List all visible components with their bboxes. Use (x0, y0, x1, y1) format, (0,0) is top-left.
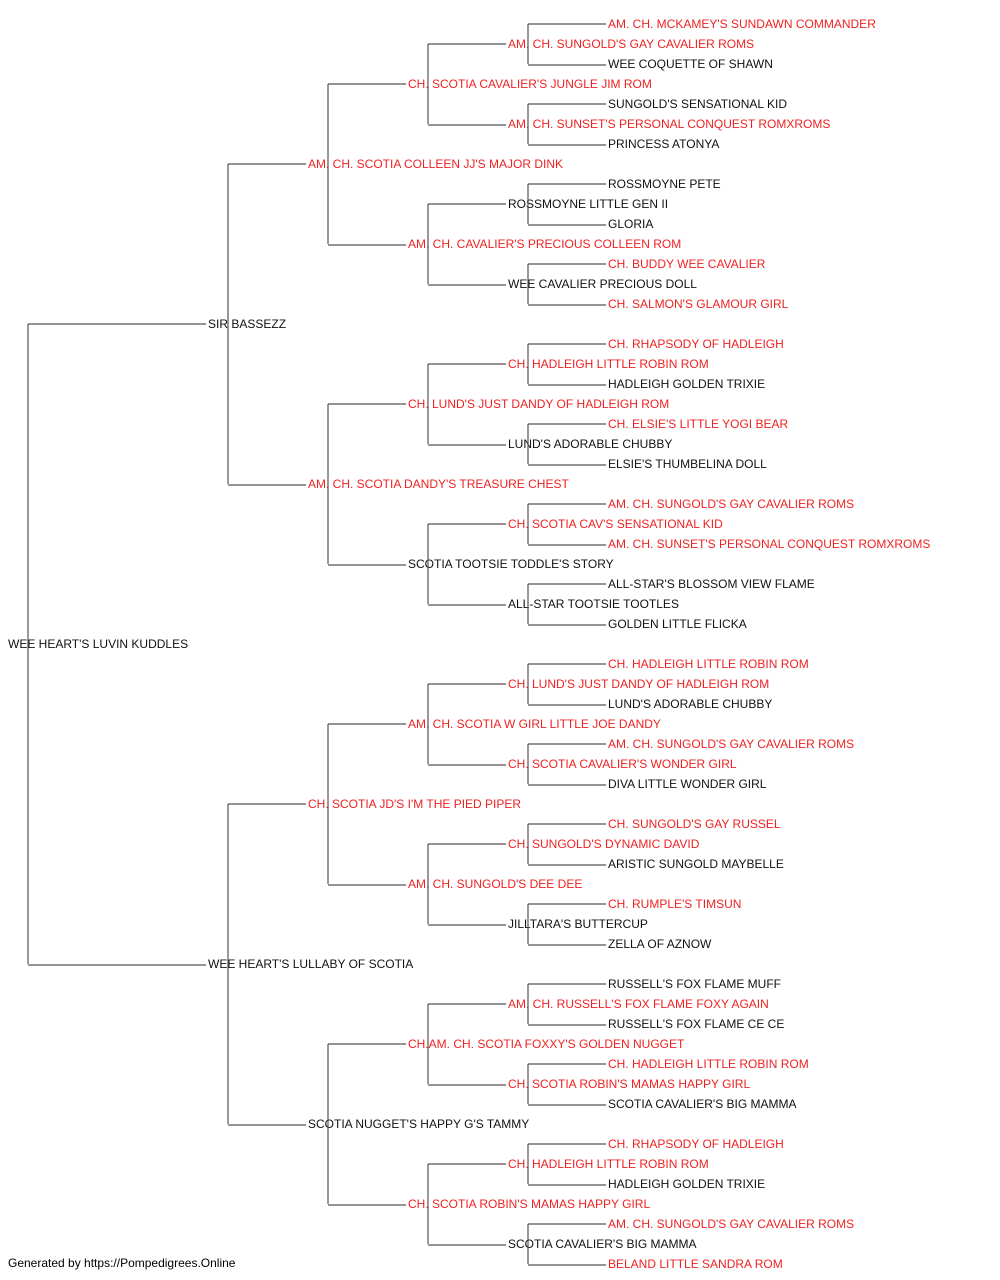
dog-name-gen-3[interactable]: CH. LUND'S JUST DANDY OF HADLEIGH ROM (408, 397, 669, 411)
dog-name-gen-5[interactable]: CH. ELSIE'S LITTLE YOGI BEAR (608, 417, 788, 431)
dog-name-gen-5[interactable]: ARISTIC SUNGOLD MAYBELLE (608, 857, 784, 871)
dog-name-gen-5[interactable]: ALL-STAR'S BLOSSOM VIEW FLAME (608, 577, 815, 591)
dog-name-gen-4[interactable]: CH. SCOTIA ROBIN'S MAMAS HAPPY GIRL (508, 1077, 750, 1091)
dog-name-gen-4[interactable]: AM. CH. RUSSELL'S FOX FLAME FOXY AGAIN (508, 997, 769, 1011)
dog-name-gen-2[interactable]: SCOTIA NUGGET'S HAPPY G'S TAMMY (308, 1117, 529, 1131)
dog-name-gen-5[interactable]: SUNGOLD'S SENSATIONAL KID (608, 97, 787, 111)
dog-name-gen-5[interactable]: AM. CH. SUNGOLD'S GAY CAVALIER ROMS (608, 1217, 854, 1231)
dog-name-gen-5[interactable]: CH. RHAPSODY OF HADLEIGH (608, 1137, 784, 1151)
dog-name-gen-3[interactable]: CH.AM. CH. SCOTIA FOXXY'S GOLDEN NUGGET (408, 1037, 685, 1051)
dog-name-gen-1[interactable]: SIR BASSEZZ (208, 317, 286, 331)
dog-name-gen-3[interactable]: SCOTIA TOOTSIE TODDLE'S STORY (408, 557, 614, 571)
dog-name-gen-5[interactable]: HADLEIGH GOLDEN TRIXIE (608, 377, 765, 391)
dog-name-gen-5[interactable]: ROSSMOYNE PETE (608, 177, 721, 191)
dog-name-gen-4[interactable]: ALL-STAR TOOTSIE TOOTLES (508, 597, 679, 611)
dog-name-gen-3[interactable]: AM. CH. SUNGOLD'S DEE DEE (408, 877, 582, 891)
dog-name-gen-5[interactable]: ELSIE'S THUMBELINA DOLL (608, 457, 767, 471)
dog-name-gen-3[interactable]: AM. CH. SCOTIA W GIRL LITTLE JOE DANDY (408, 717, 661, 731)
dog-name-gen-4[interactable]: CH. HADLEIGH LITTLE ROBIN ROM (508, 357, 709, 371)
dog-name-gen-2[interactable]: CH. SCOTIA JD'S I'M THE PIED PIPER (308, 797, 521, 811)
dog-name-gen-5[interactable]: HADLEIGH GOLDEN TRIXIE (608, 1177, 765, 1191)
dog-name-gen-3[interactable]: CH. SCOTIA ROBIN'S MAMAS HAPPY GIRL (408, 1197, 650, 1211)
dog-name-gen-4[interactable]: LUND'S ADORABLE CHUBBY (508, 437, 672, 451)
footer-credit: Generated by https://Pompedigrees.Online (8, 1256, 236, 1270)
dog-name-gen-5[interactable]: CH. SUNGOLD'S GAY RUSSEL (608, 817, 781, 831)
dog-name-gen-5[interactable]: AM. CH. SUNSET'S PERSONAL CONQUEST ROMXR… (608, 537, 930, 551)
dog-name-gen-1[interactable]: WEE HEART'S LULLABY OF SCOTIA (208, 957, 413, 971)
dog-name-gen-5[interactable]: GOLDEN LITTLE FLICKA (608, 617, 747, 631)
dog-name-gen-5[interactable]: PRINCESS ATONYA (608, 137, 719, 151)
dog-name-gen-5[interactable]: BELAND LITTLE SANDRA ROM (608, 1257, 783, 1271)
dog-name-gen-4[interactable]: JILLTARA'S BUTTERCUP (508, 917, 648, 931)
dog-name-gen-5[interactable]: CH. RUMPLE'S TIMSUN (608, 897, 741, 911)
dog-name-gen-3[interactable]: CH. SCOTIA CAVALIER'S JUNGLE JIM ROM (408, 77, 652, 91)
dog-name-gen-5[interactable]: CH. BUDDY WEE CAVALIER (608, 257, 766, 271)
dog-name-gen-0[interactable]: WEE HEART'S LUVIN KUDDLES (8, 637, 188, 651)
dog-name-gen-5[interactable]: CH. SALMON'S GLAMOUR GIRL (608, 297, 789, 311)
dog-name-gen-3[interactable]: AM. CH. CAVALIER'S PRECIOUS COLLEEN ROM (408, 237, 681, 251)
dog-name-gen-4[interactable]: CH. SUNGOLD'S DYNAMIC DAVID (508, 837, 700, 851)
dog-name-gen-5[interactable]: AM. CH. SUNGOLD'S GAY CAVALIER ROMS (608, 737, 854, 751)
dog-name-gen-5[interactable]: GLORIA (608, 217, 653, 231)
dog-name-gen-5[interactable]: CH. HADLEIGH LITTLE ROBIN ROM (608, 1057, 809, 1071)
dog-name-gen-4[interactable]: CH. LUND'S JUST DANDY OF HADLEIGH ROM (508, 677, 769, 691)
dog-name-gen-4[interactable]: WEE CAVALIER PRECIOUS DOLL (508, 277, 697, 291)
dog-name-gen-5[interactable]: RUSSELL'S FOX FLAME MUFF (608, 977, 781, 991)
dog-name-gen-5[interactable]: CH. RHAPSODY OF HADLEIGH (608, 337, 784, 351)
dog-name-gen-5[interactable]: CH. HADLEIGH LITTLE ROBIN ROM (608, 657, 809, 671)
dog-name-gen-5[interactable]: WEE COQUETTE OF SHAWN (608, 57, 773, 71)
dog-name-gen-4[interactable]: SCOTIA CAVALIER'S BIG MAMMA (508, 1237, 697, 1251)
dog-name-gen-2[interactable]: AM. CH. SCOTIA DANDY'S TREASURE CHEST (308, 477, 569, 491)
dog-name-gen-4[interactable]: AM. CH. SUNSET'S PERSONAL CONQUEST ROMXR… (508, 117, 830, 131)
dog-name-gen-5[interactable]: AM. CH. SUNGOLD'S GAY CAVALIER ROMS (608, 497, 854, 511)
dog-name-gen-4[interactable]: CH. SCOTIA CAV'S SENSATIONAL KID (508, 517, 723, 531)
dog-name-gen-5[interactable]: RUSSELL'S FOX FLAME CE CE (608, 1017, 784, 1031)
dog-name-gen-2[interactable]: AM. CH. SCOTIA COLLEEN JJ'S MAJOR DINK (308, 157, 563, 171)
dog-name-gen-5[interactable]: SCOTIA CAVALIER'S BIG MAMMA (608, 1097, 797, 1111)
dog-name-gen-4[interactable]: AM. CH. SUNGOLD'S GAY CAVALIER ROMS (508, 37, 754, 51)
dog-name-gen-5[interactable]: DIVA LITTLE WONDER GIRL (608, 777, 767, 791)
dog-name-gen-4[interactable]: ROSSMOYNE LITTLE GEN II (508, 197, 668, 211)
dog-name-gen-4[interactable]: CH. SCOTIA CAVALIER'S WONDER GIRL (508, 757, 737, 771)
dog-name-gen-5[interactable]: ZELLA OF AZNOW (608, 937, 712, 951)
dog-name-gen-4[interactable]: CH. HADLEIGH LITTLE ROBIN ROM (508, 1157, 709, 1171)
dog-name-gen-5[interactable]: LUND'S ADORABLE CHUBBY (608, 697, 772, 711)
dog-name-gen-5[interactable]: AM. CH. MCKAMEY'S SUNDAWN COMMANDER (608, 17, 876, 31)
